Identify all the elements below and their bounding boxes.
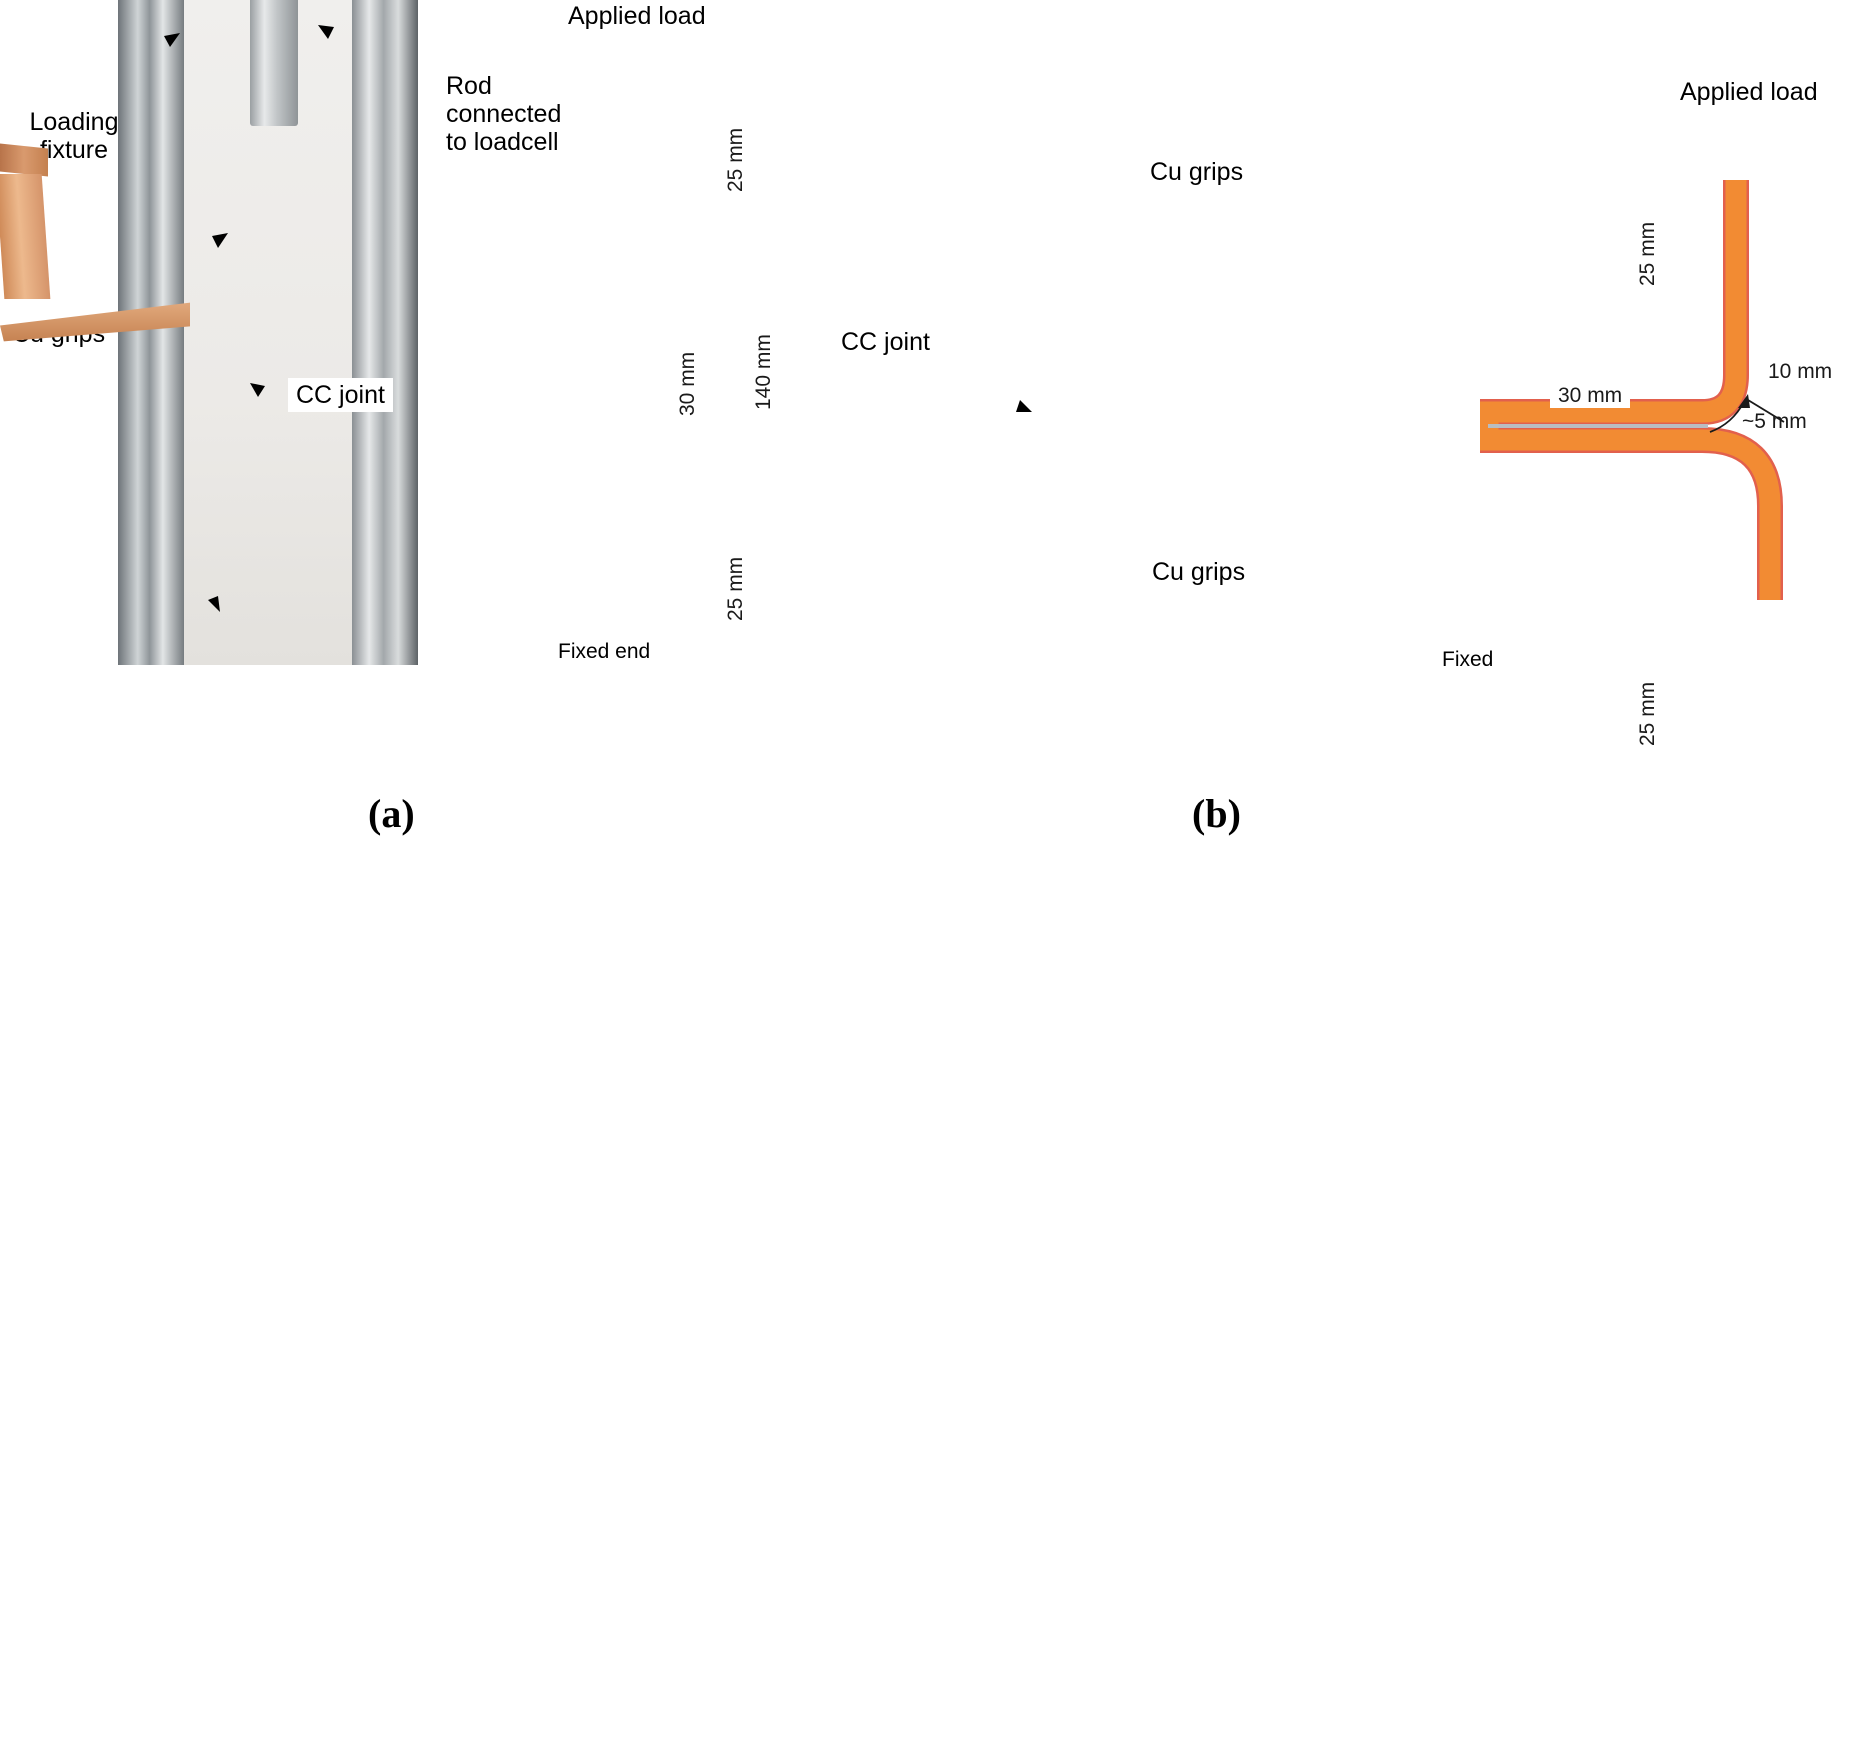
tape-right-a [520, 714, 542, 1064]
dim-line [1380, 744, 1382, 786]
grip-jaw-top-left-a [520, 74, 574, 170]
dim-10mm-b: 10 mm [1768, 360, 1833, 383]
applied-load-arrow-a [520, 0, 562, 74]
panel-a-photograph [118, 0, 418, 665]
leader-cc-joint-a [250, 383, 265, 397]
label-applied-load-a: Applied load [568, 2, 706, 30]
dim-line [520, 1364, 522, 1448]
dim-line [1380, 558, 1382, 672]
dim-line [1380, 828, 1572, 830]
leader-loading-fixture [164, 33, 180, 47]
label-fixed-end-a: Fixed end [558, 640, 651, 663]
figure-root: Loading fixture Rod connected to loadcel… [0, 0, 1850, 836]
grip-jaw-top-right-b [1380, 241, 1448, 368]
dim-140mm-a: 140 mm [752, 334, 775, 410]
label-cc-joint-a: CC joint [288, 378, 393, 412]
dim-line [520, 1448, 522, 1610]
grip-jaw-bottom-right-a [520, 1264, 586, 1364]
grip-jaw-bottom-left-a [520, 1164, 576, 1264]
cc-joint-bend-b [0, 143, 48, 177]
panel-b-photograph [0, 0, 360, 707]
grip-bolt-b [0, 439, 66, 505]
dim-30mm-a: 30 mm [676, 351, 699, 416]
panel-caption-a: (a) [368, 791, 415, 836]
applied-load-arrow-b [1380, 40, 1422, 114]
label-cu-grips-top-b: Cu grips [1142, 155, 1252, 189]
leader-rod-loadcell [318, 25, 334, 39]
grip-jaw-bottom-left-b [1380, 368, 1446, 463]
grip-bolt-b [0, 643, 64, 707]
dim-line [1380, 672, 1382, 716]
panel-caption-b: (b) [1192, 791, 1241, 836]
fixture-column-left [118, 0, 184, 665]
dim-5mm-b: ~5 mm [1742, 410, 1807, 433]
dim-bend-radius-leader-b [1709, 394, 1785, 433]
leader-cc-joint-b [1016, 400, 1032, 412]
dim-line [1380, 716, 1382, 744]
dim-25mm-top-b: 25 mm [1636, 221, 1659, 286]
grip-jaw-bottom-right-b [1380, 463, 1448, 558]
grip-bolt-b [0, 577, 66, 643]
label-applied-load-b: Applied load [1680, 78, 1818, 106]
grip-block-edge-upper [0, 0, 355, 16]
loadcell-rod [250, 0, 298, 127]
fixture-column-right [352, 0, 418, 665]
cc-tape-upper-b [0, 16, 45, 146]
dim-line [1380, 786, 1382, 828]
panel-b-schematic: Applied load 25 mm 10 mm [1380, 40, 1850, 746]
label-loading-fixture: Loading fixture [29, 108, 119, 164]
cc-tape-lower-b [0, 174, 51, 299]
dim-line [520, 1610, 522, 1764]
tape-left-a [520, 362, 542, 714]
dim-line [1380, 830, 1382, 874]
grip-bolt-b [0, 377, 62, 439]
leader-cu-grips-lower [208, 596, 220, 612]
label-rod-connected-to-loadcell: Rod connected to loadcell [446, 72, 562, 156]
dim-25mm-bottom-a: 25 mm [724, 556, 747, 621]
label-cu-grips-bottom-b: Cu grips [1144, 555, 1254, 589]
tape-light-bottom-a [520, 1064, 542, 1164]
dim-25mm-top-a: 25 mm [724, 127, 747, 192]
tape-light-top-a [520, 266, 542, 362]
dim-25mm-bottom-b: 25 mm [1636, 681, 1659, 746]
leader-cu-grips-upper [212, 233, 228, 248]
cc-tape-path-b [1480, 180, 1783, 600]
grip-bolt-b [0, 505, 72, 577]
dim-30mm-b: 30 mm [1550, 384, 1631, 408]
grip-jaw-top-left-b [1380, 114, 1446, 241]
label-fixed-b: Fixed [1442, 648, 1494, 671]
dim-line [1380, 874, 1382, 960]
grip-jaw-top-right-a [520, 170, 584, 266]
panel-a-schematic: Applied load Fixed end 25 mm 30 mm [520, 0, 860, 700]
label-cc-joint-b: CC joint [833, 325, 938, 359]
